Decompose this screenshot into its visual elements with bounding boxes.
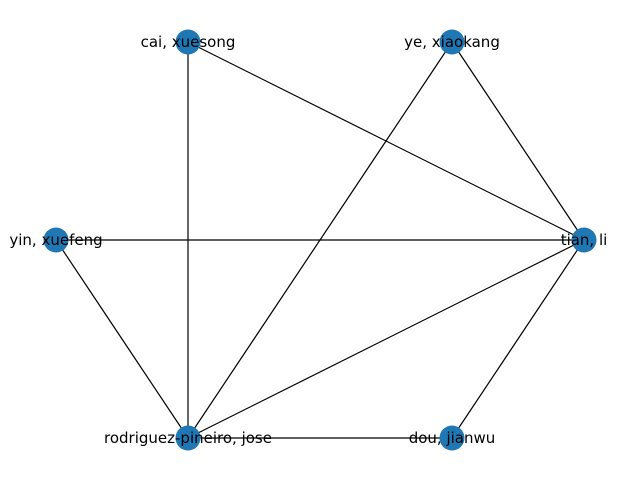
node-label-cai: cai, xuesong <box>141 33 236 51</box>
labels-layer: cai, xuesong ye, xiaokang yin, xuefeng tian… <box>9 33 607 447</box>
node-cai <box>175 29 201 55</box>
node-label-rodriguez: rodriguez-pineiro, jose <box>104 429 272 447</box>
node-label-dou: dou, jianwu <box>409 429 496 447</box>
nodes-layer <box>43 29 597 451</box>
node-dou <box>439 425 465 451</box>
node-label-yin: yin, xuefeng <box>9 231 102 249</box>
edge-tian-dou <box>451 239 585 439</box>
edge-tian-rodriguez <box>187 239 585 439</box>
node-label-tian: tian, li <box>561 231 608 249</box>
edge-ye-tian <box>451 41 585 241</box>
node-yin <box>43 227 69 253</box>
node-rodriguez <box>175 425 201 451</box>
edge-yin-rodriguez <box>55 239 189 439</box>
node-label-ye: ye, xiaokang <box>404 33 500 51</box>
node-tian <box>571 227 597 253</box>
node-ye <box>439 29 465 55</box>
edges-layer <box>55 41 585 439</box>
